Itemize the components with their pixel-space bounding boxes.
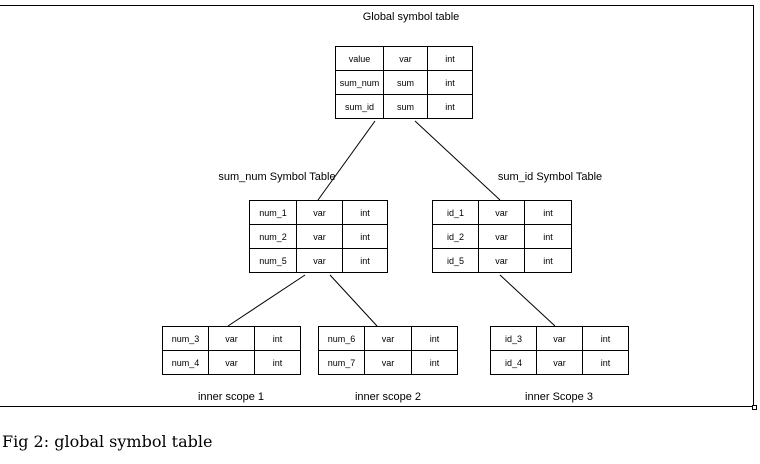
figure-caption: Fig 2: global symbol table	[2, 432, 213, 451]
table-cell: num_5	[249, 248, 297, 273]
table-cell: var	[364, 326, 412, 351]
table-cell: var	[364, 350, 412, 375]
table-cell: int	[254, 326, 301, 351]
table-cell: int	[427, 70, 473, 95]
table-cell: id_5	[432, 248, 479, 273]
edge-global-sum-num	[317, 120, 376, 201]
table-cell: var	[478, 200, 525, 225]
table-cell: var	[296, 224, 343, 249]
table-cell: var	[208, 350, 255, 375]
table-cell: sum	[383, 94, 428, 119]
table-cell: id_1	[432, 200, 479, 225]
table-cell: num_4	[162, 350, 209, 375]
table-cell: num_3	[162, 326, 209, 351]
table-cell: int	[427, 46, 473, 71]
table-cell: var	[536, 326, 583, 351]
inner-scope-2-label: inner scope 2	[354, 391, 422, 403]
edge-global-sum-id	[414, 120, 501, 201]
table-cell: num_1	[249, 200, 297, 225]
table-cell: id_2	[432, 224, 479, 249]
table-cell: sum_num	[335, 70, 384, 95]
edge-sum-num-scope1	[227, 274, 306, 327]
inner-scope-1-label: inner scope 1	[197, 391, 265, 403]
sum-id-table-title: sum_id Symbol Table	[497, 171, 603, 183]
diagram-frame	[0, 5, 754, 407]
table-cell: var	[208, 326, 255, 351]
table-cell: num_7	[318, 350, 365, 375]
table-cell: int	[582, 350, 629, 375]
table-cell: num_6	[318, 326, 365, 351]
table-cell: int	[342, 248, 388, 273]
table-cell: int	[427, 94, 473, 119]
table-cell: int	[524, 200, 572, 225]
table-cell: int	[524, 224, 572, 249]
table-cell: value	[335, 46, 384, 71]
table-cell: int	[582, 326, 629, 351]
table-cell: int	[342, 200, 388, 225]
table-cell: var	[478, 248, 525, 273]
table-cell: int	[524, 248, 572, 273]
sum-num-table-title: sum_num Symbol Table	[218, 171, 336, 183]
table-cell: var	[383, 46, 428, 71]
table-cell: sum_id	[335, 94, 384, 119]
table-cell: sum	[383, 70, 428, 95]
global-table-title: Global symbol table	[362, 11, 460, 23]
table-cell: int	[342, 224, 388, 249]
table-cell: var	[296, 200, 343, 225]
resize-handle[interactable]	[752, 405, 757, 410]
inner-scope-3-label: inner Scope 3	[525, 391, 593, 403]
table-cell: var	[478, 224, 525, 249]
table-cell: int	[254, 350, 301, 375]
edge-sum-id-scope3	[499, 274, 556, 327]
table-cell: var	[536, 350, 583, 375]
table-cell: int	[411, 350, 458, 375]
table-cell: id_3	[490, 326, 537, 351]
edge-sum-num-scope2	[329, 274, 378, 327]
table-cell: int	[411, 326, 458, 351]
table-cell: id_4	[490, 350, 537, 375]
table-cell: var	[296, 248, 343, 273]
table-cell: num_2	[249, 224, 297, 249]
